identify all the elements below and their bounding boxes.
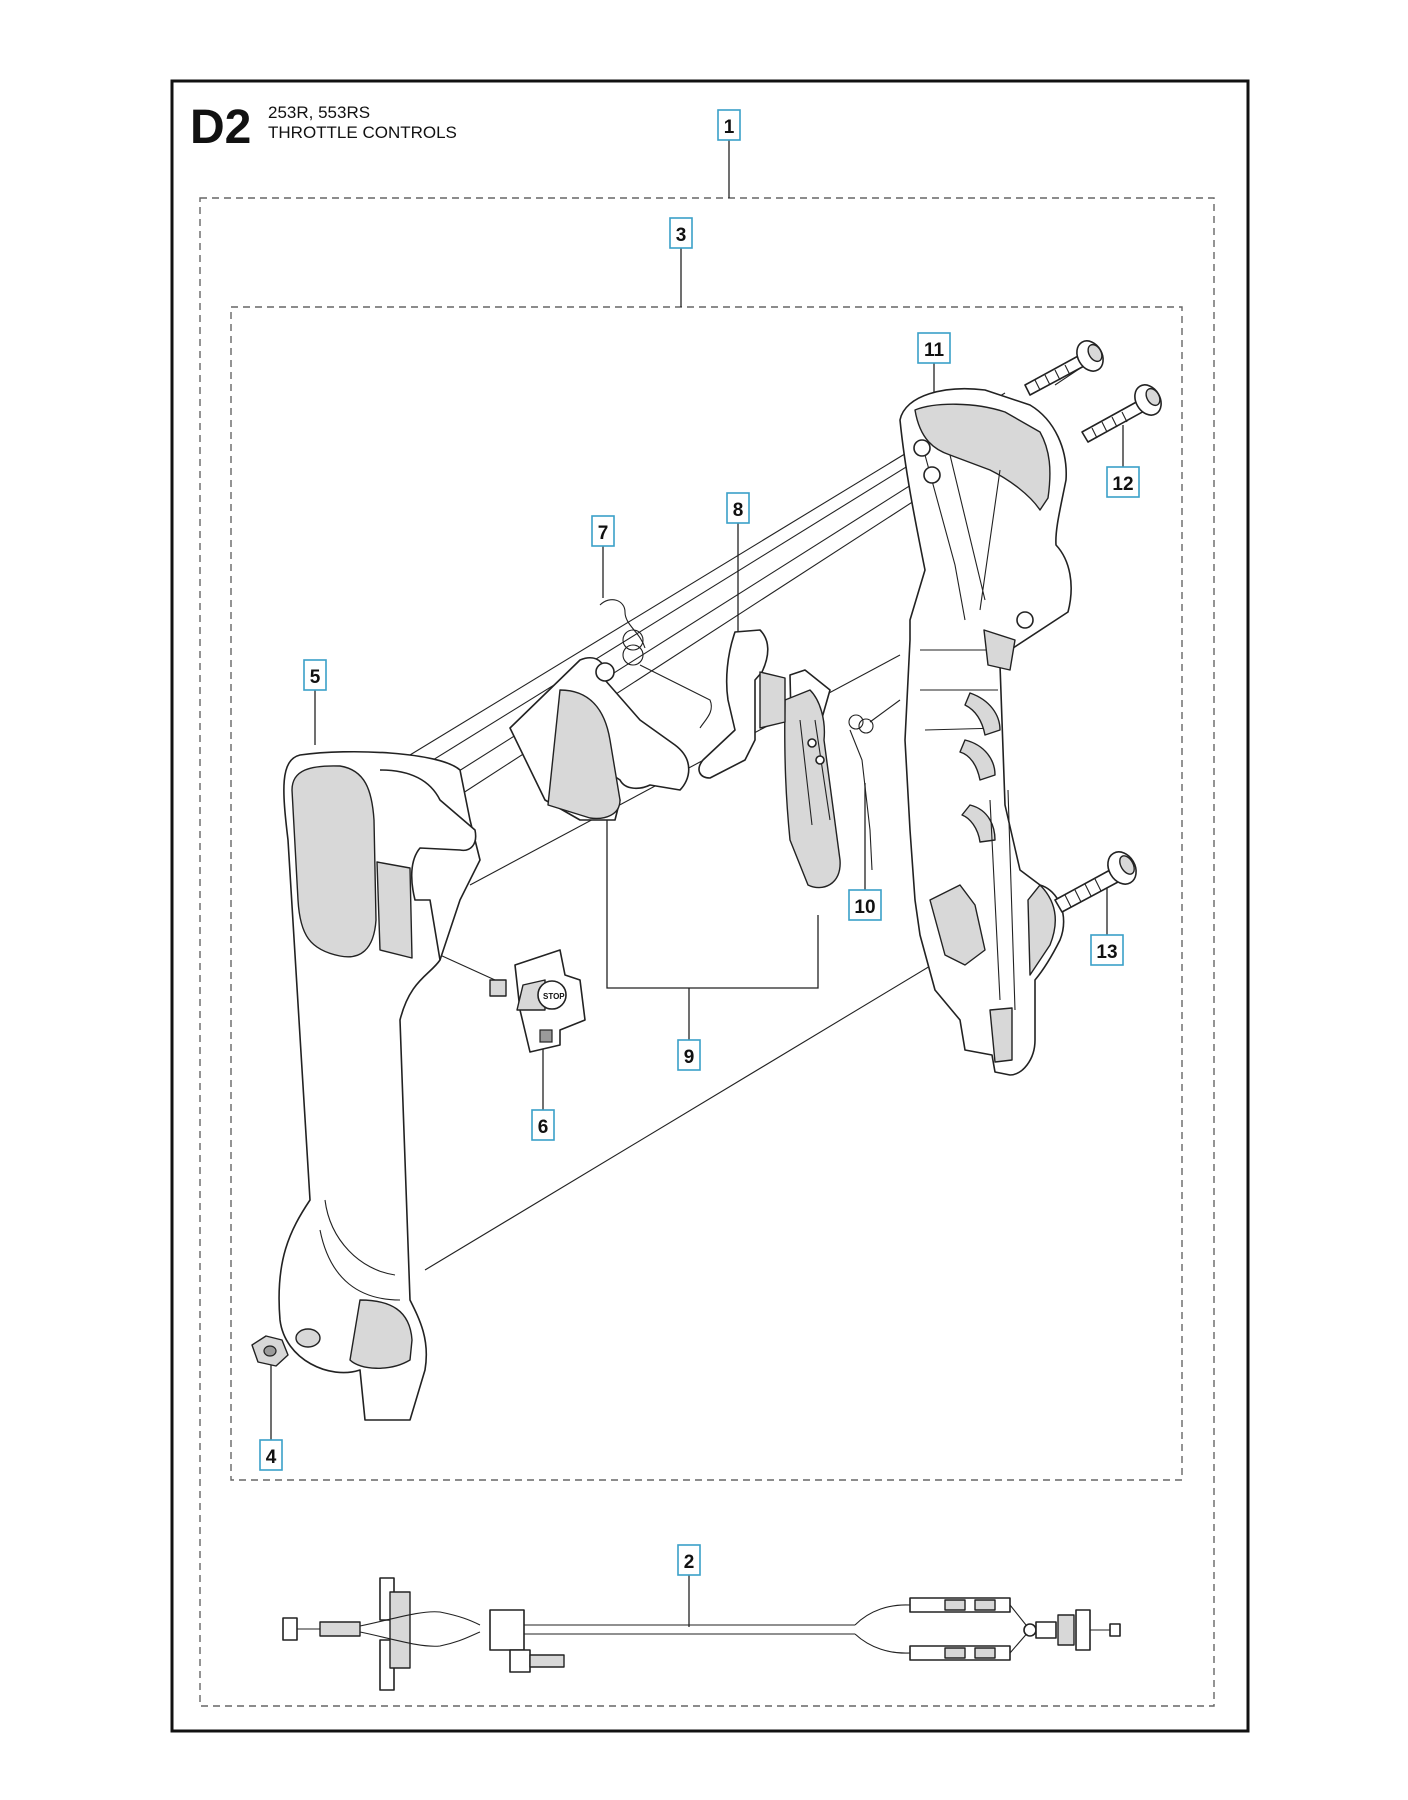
callout-7: 7: [591, 515, 615, 547]
screw-upper-a-part-12: [1024, 340, 1104, 396]
throttle-cable-part-2: [282, 1577, 1121, 1691]
lock-lever-part-8: [698, 629, 786, 779]
callout-9: 9: [677, 1039, 701, 1071]
callout-1: 1: [717, 109, 741, 141]
stop-switch-part-6: STOP: [489, 949, 586, 1053]
svg-text:5: 5: [310, 667, 321, 688]
return-spring-part-10: [848, 699, 901, 871]
handle-cover-part-11: [899, 387, 1072, 1076]
callout-6: 6: [531, 1109, 555, 1141]
svg-text:10: 10: [854, 897, 875, 918]
screw-lower-part-13: [1054, 851, 1137, 913]
svg-text:12: 12: [1112, 474, 1133, 495]
spring-part-7: [599, 599, 712, 729]
svg-text:9: 9: [684, 1047, 695, 1068]
callout-3: 3: [669, 217, 693, 249]
callout-13: 13: [1090, 934, 1124, 966]
callout-12: 12: [1106, 466, 1140, 498]
page-frame: [170, 79, 1250, 1733]
nut-part-4: [251, 1335, 289, 1367]
callout-8: 8: [726, 492, 750, 524]
callout-10: 10: [848, 889, 882, 921]
rear-handle-part-5: [278, 750, 481, 1421]
callout-11: 11: [917, 332, 951, 364]
leader-lines: [270, 140, 1124, 1627]
models-text: 253R, 553RS: [268, 103, 370, 122]
svg-text:11: 11: [924, 340, 945, 361]
callout-2: 2: [677, 1544, 701, 1576]
svg-text:6: 6: [538, 1117, 549, 1138]
svg-text:7: 7: [598, 523, 609, 544]
svg-text:13: 13: [1096, 942, 1117, 963]
stop-switch-label: STOP: [543, 992, 565, 1001]
section-title: THROTTLE CONTROLS: [268, 123, 457, 142]
svg-text:4: 4: [266, 1447, 277, 1468]
svg-text:2: 2: [684, 1552, 695, 1573]
assembly-3-boundary: [230, 306, 1183, 1481]
screw-upper-b-part-12: [1081, 384, 1162, 443]
svg-text:3: 3: [676, 225, 687, 246]
section-code: D2: [190, 101, 251, 154]
svg-text:1: 1: [724, 117, 735, 138]
callout-4: 4: [259, 1439, 283, 1471]
svg-text:8: 8: [733, 500, 744, 521]
throttle-trigger-part-9: [509, 657, 841, 889]
callout-5: 5: [303, 659, 327, 691]
assembly-1-boundary: [199, 197, 1215, 1707]
